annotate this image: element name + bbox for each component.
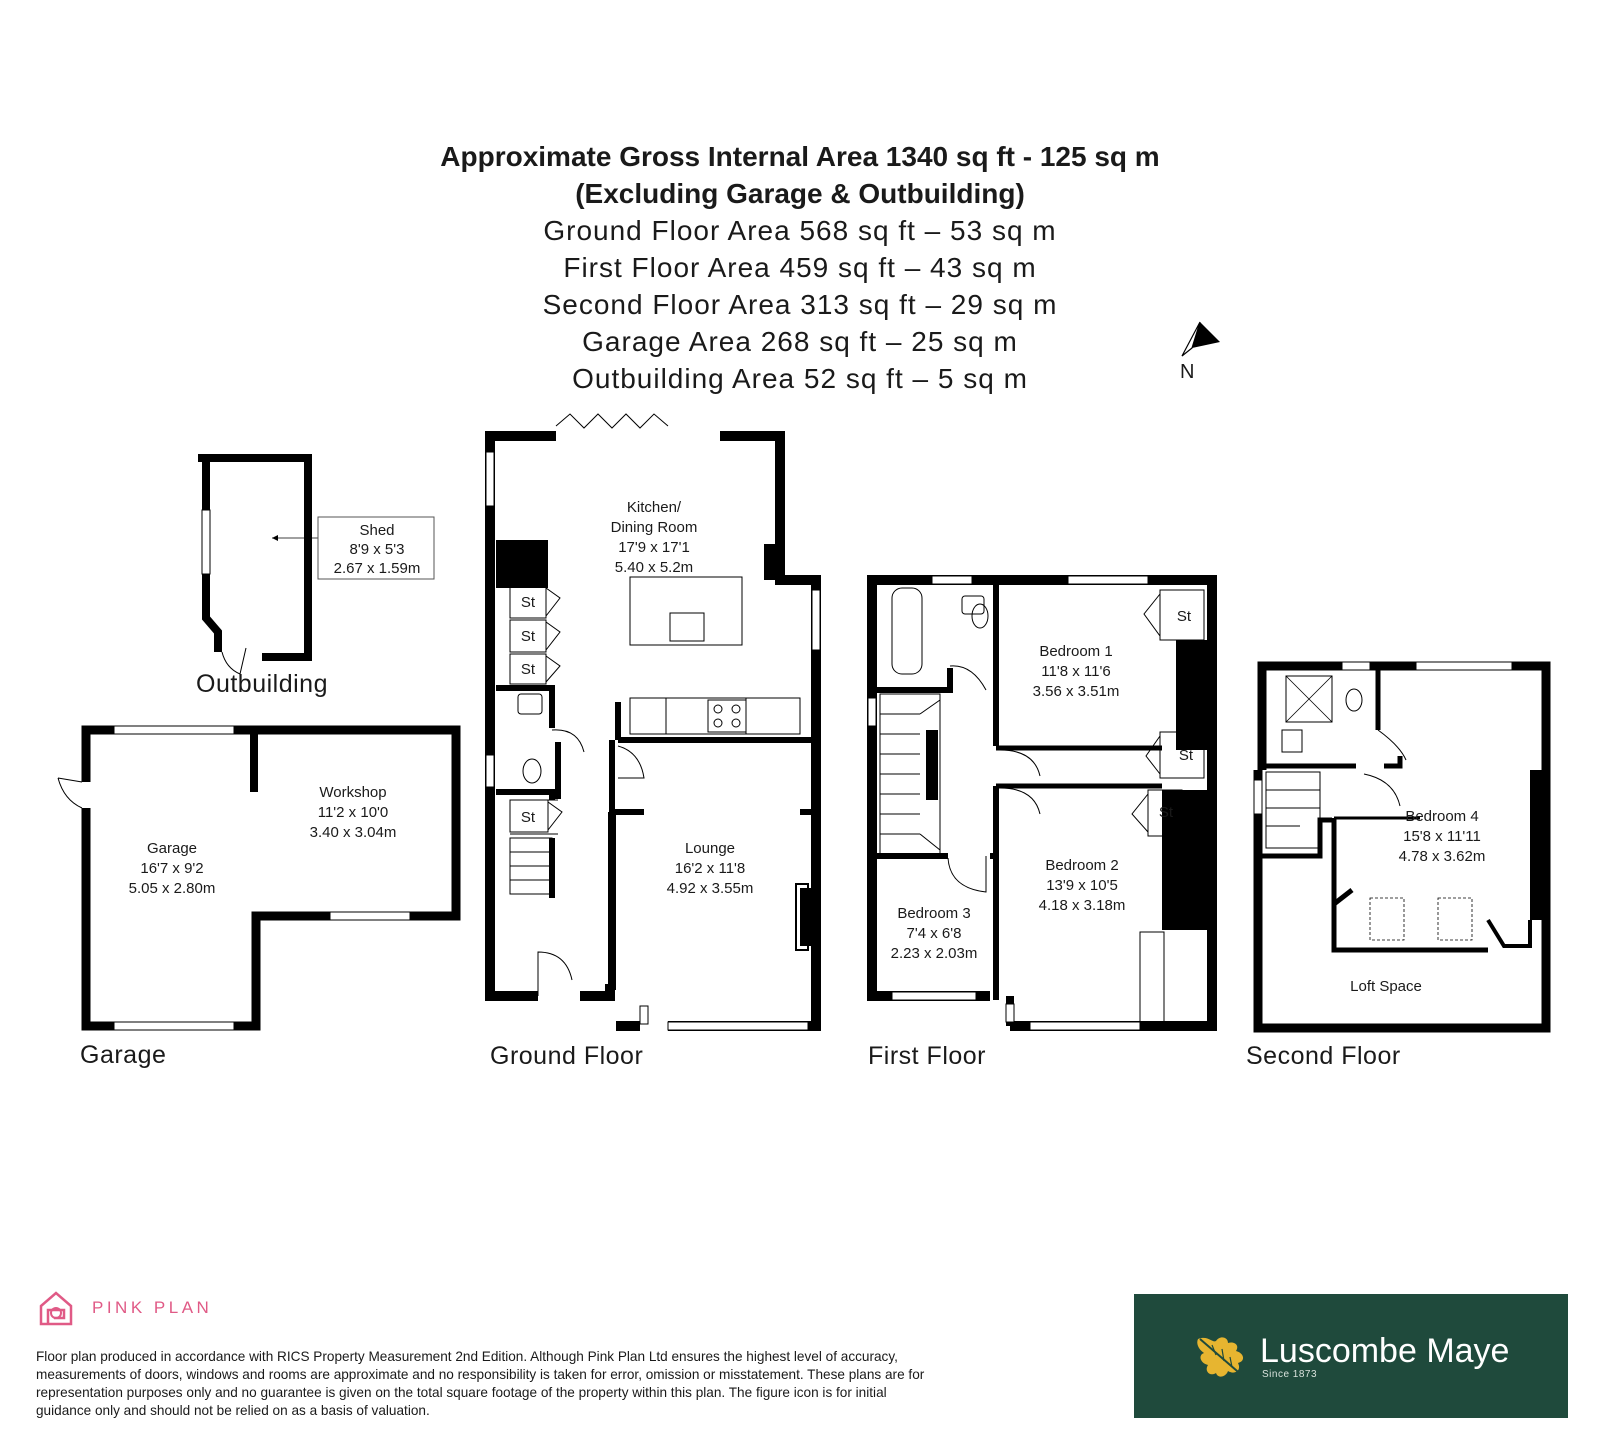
second-floor-label: Second Floor [1246, 1042, 1401, 1070]
pink-plan-house-icon [39, 1291, 73, 1326]
lounge-name: Lounge [685, 840, 735, 857]
gf-store-1: St [521, 594, 536, 611]
shower-icon [1285, 675, 1333, 723]
bedroom1-name: Bedroom 1 [1039, 643, 1112, 660]
ground-floor-area: Ground Floor Area 568 sq ft – 53 sq m [543, 215, 1057, 246]
toilet-icon-second [1345, 688, 1363, 712]
garage-plan: Garage 16'7 x 9'2 5.05 x 2.80m Workshop … [57, 725, 461, 1069]
stairs-icon-first [879, 693, 941, 855]
garage-floor-label: Garage [80, 1041, 166, 1069]
bedroom3-metric: 2.23 x 2.03m [891, 945, 978, 962]
bedroom2-imperial: 13'9 x 10'5 [1046, 877, 1118, 894]
ff-store-1: St [1177, 608, 1192, 625]
stairs-icon-second [1265, 771, 1321, 849]
shed-metric: 2.67 x 1.59m [334, 560, 421, 577]
ground-floor-label: Ground Floor [490, 1042, 643, 1070]
shed-name: Shed [359, 522, 394, 539]
disclaimer-text: Floor plan produced in accordance with R… [36, 1349, 925, 1418]
bedroom4-imperial: 15'8 x 11'11 [1403, 828, 1481, 845]
sink-icon [669, 612, 705, 642]
outbuilding-plan: Shed 8'9 x 5'3 2.67 x 1.59m Outbuilding [196, 454, 435, 698]
kitchen-name-1: Kitchen/ [627, 499, 682, 516]
workshop-metric: 3.40 x 3.04m [310, 824, 397, 841]
first-floor-plan: St St St Bedroom 1 11'8 x 11'6 3.56 x 3.… [867, 575, 1217, 1070]
gross-area-title: Approximate Gross Internal Area 1340 sq … [440, 141, 1160, 172]
kitchen-imperial: 17'9 x 17'1 [618, 539, 690, 556]
bedroom2-metric: 4.18 x 3.18m [1039, 897, 1126, 914]
bedroom3-name: Bedroom 3 [897, 905, 970, 922]
basin-icon [517, 693, 543, 715]
lounge-imperial: 16'2 x 11'8 [675, 860, 746, 877]
lounge-metric: 4.92 x 3.55m [667, 880, 754, 897]
agent-logo: Luscombe Maye Since 1873 [1134, 1294, 1568, 1418]
garage-metric: 5.05 x 2.80m [129, 880, 216, 897]
loft-space-name: Loft Space [1350, 978, 1422, 995]
kitchen-metric: 5.40 x 5.2m [615, 559, 693, 576]
first-floor-area: First Floor Area 459 sq ft – 43 sq m [563, 252, 1037, 283]
outbuilding-area: Outbuilding Area 52 sq ft – 5 sq m [572, 363, 1028, 394]
ground-floor-plan: St St St St [485, 413, 821, 1070]
north-arrow-icon: N [1180, 321, 1220, 383]
gf-store-2: St [521, 628, 536, 645]
first-floor-label: First Floor [868, 1042, 986, 1070]
hob-icon [707, 699, 747, 733]
bath-icon [891, 587, 923, 675]
second-floor-plan: Bedroom 4 15'8 x 11'11 4.78 x 3.62m Loft… [1246, 661, 1551, 1070]
bedroom4-metric: 4.78 x 3.62m [1399, 848, 1486, 865]
gross-area-note: (Excluding Garage & Outbuilding) [575, 178, 1025, 209]
ff-store-2: St [1179, 747, 1194, 764]
garage-imperial: 16'7 x 9'2 [140, 860, 203, 877]
gf-store-3: St [521, 661, 536, 678]
stairs-icon [509, 837, 553, 895]
bedroom3-imperial: 7'4 x 6'8 [907, 925, 962, 942]
bedroom2-name: Bedroom 2 [1045, 857, 1118, 874]
agent-name: Luscombe Maye [1260, 1331, 1510, 1370]
oak-leaf-icon [1197, 1337, 1245, 1378]
workshop-imperial: 11'2 x 10'0 [318, 804, 389, 821]
toilet-icon [522, 758, 542, 784]
kitchen-name-2: Dining Room [611, 519, 698, 536]
agent-since: Since 1873 [1262, 1368, 1318, 1380]
north-label: N [1180, 361, 1194, 383]
area-summary: Approximate Gross Internal Area 1340 sq … [0, 138, 1600, 397]
shed-imperial: 8'9 x 5'3 [350, 541, 405, 558]
garage-area: Garage Area 268 sq ft – 25 sq m [582, 326, 1018, 357]
bedroom1-imperial: 11'8 x 11'6 [1041, 663, 1110, 680]
toilet-icon-first [971, 603, 989, 629]
bedroom4-name: Bedroom 4 [1405, 808, 1478, 825]
pink-plan-name: PINK PLAN [92, 1298, 213, 1317]
workshop-name: Workshop [319, 784, 386, 801]
second-floor-area: Second Floor Area 313 sq ft – 29 sq m [542, 289, 1058, 320]
gf-store-4: St [521, 809, 536, 826]
pink-plan-logo: PINK PLAN [36, 1288, 212, 1328]
garage-name: Garage [147, 840, 197, 857]
ff-store-3: St [1159, 804, 1174, 821]
bedroom1-metric: 3.56 x 3.51m [1033, 683, 1120, 700]
outbuilding-label: Outbuilding [196, 670, 328, 698]
